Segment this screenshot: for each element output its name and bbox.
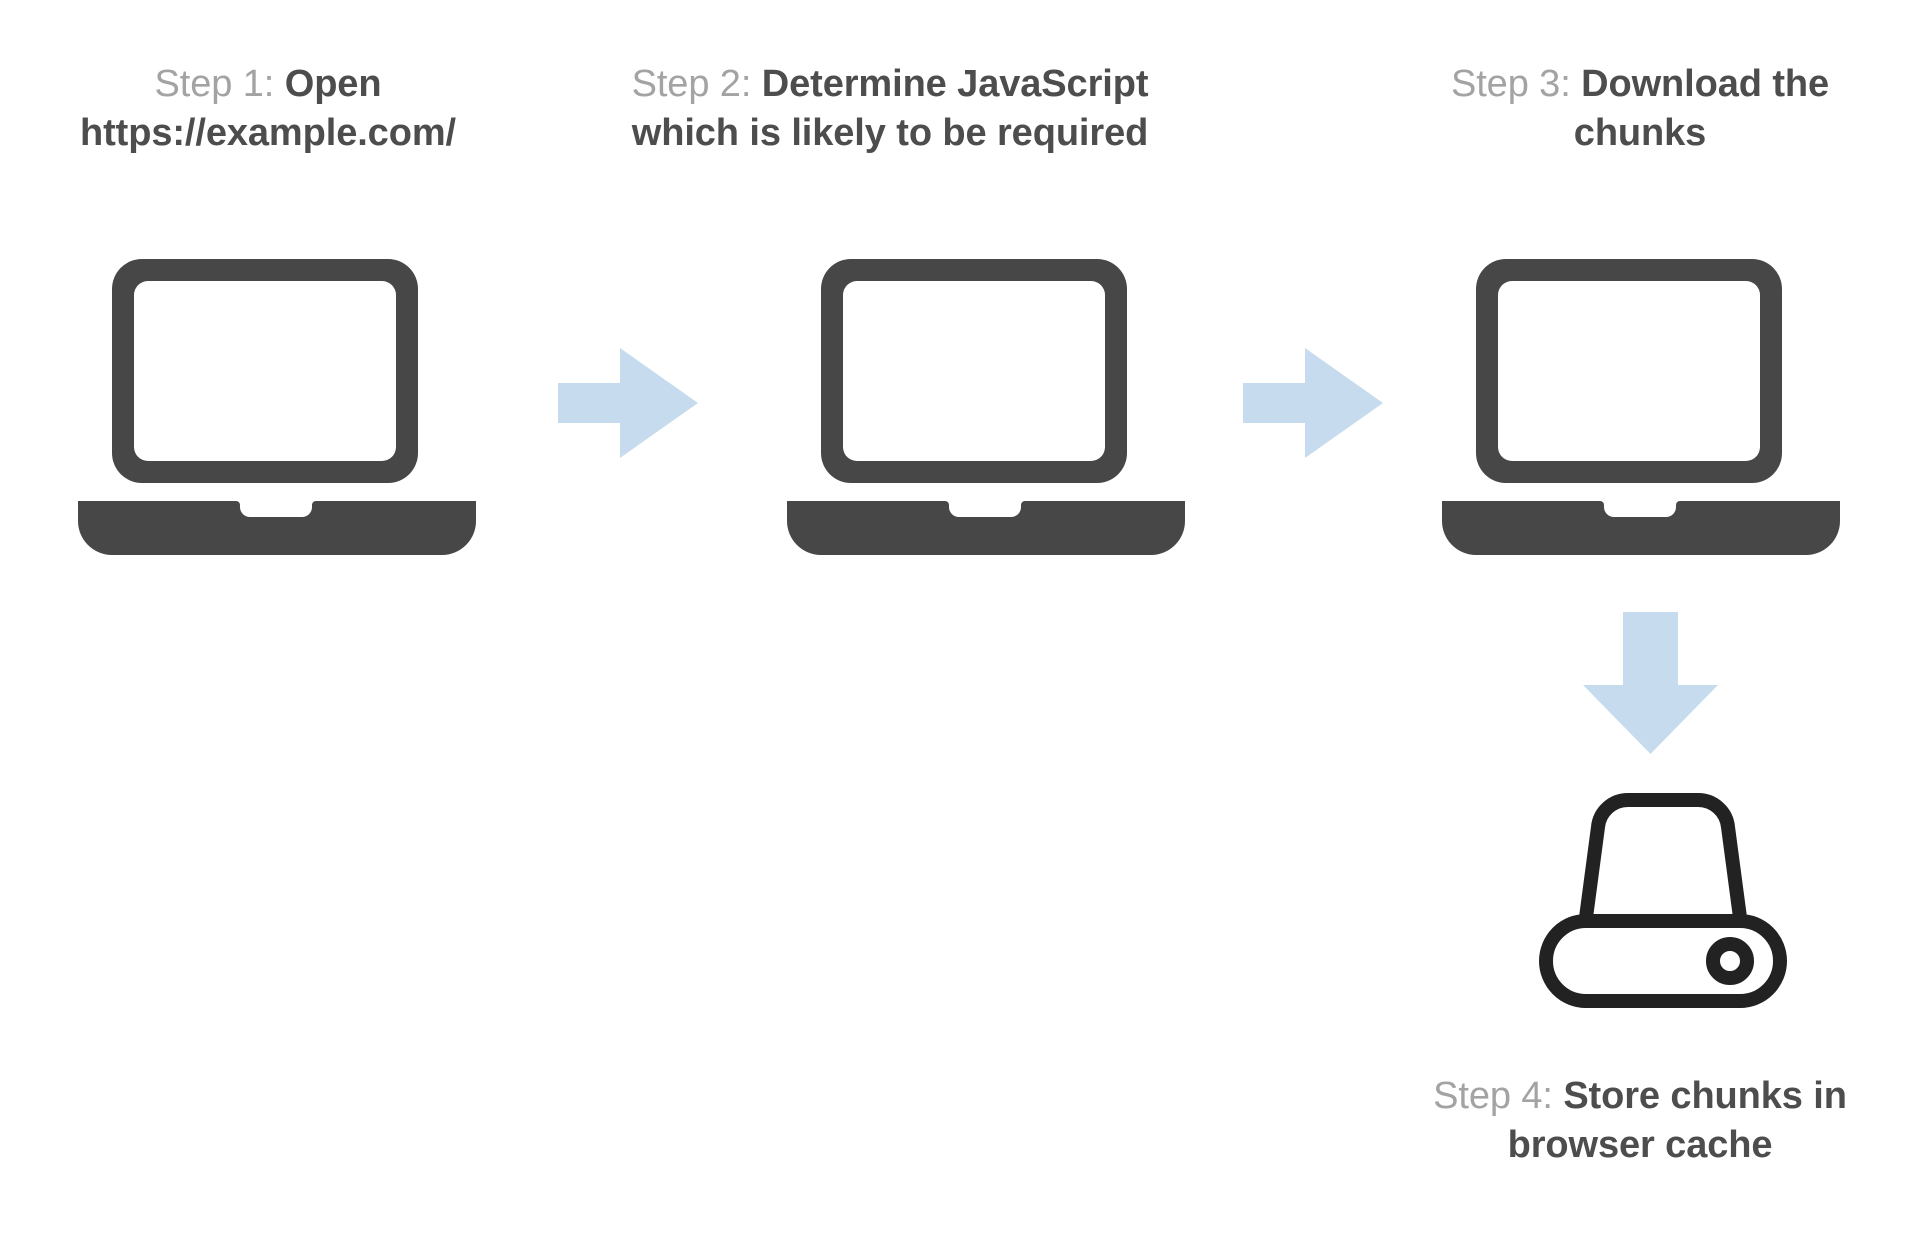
laptop-icon-step-2: [785, 255, 1205, 585]
step-3-caption: Step 3: Download the chunks: [1400, 60, 1880, 159]
laptop-icon-step-1: [76, 255, 496, 585]
step-1-description: Open https://example.com/: [80, 63, 456, 155]
step-2-prefix: Step 2:: [631, 63, 762, 105]
arrow-right-icon-1: [558, 348, 698, 458]
arrow-down-icon: [1583, 612, 1718, 754]
step-2-description: Determine JavaScript which is likely to …: [631, 63, 1149, 155]
step-1-prefix: Step 1:: [154, 63, 285, 105]
laptop-icon-step-3: [1440, 255, 1860, 585]
arrow-right-icon-2: [1243, 348, 1383, 458]
storage-drive-icon: [1538, 785, 1788, 1010]
step-3-description: Download the chunks: [1573, 63, 1830, 155]
step-4-description: Store chunks in browser cache: [1507, 1075, 1847, 1167]
step-3-prefix: Step 3:: [1450, 63, 1582, 105]
step-4-prefix: Step 4:: [1433, 1075, 1564, 1117]
step-4-caption: Step 4: Store chunks in browser cache: [1400, 1072, 1880, 1171]
step-2-caption: Step 2: Determine JavaScript which is li…: [620, 60, 1160, 159]
step-1-caption: Step 1: Open https://example.com/: [18, 60, 518, 159]
